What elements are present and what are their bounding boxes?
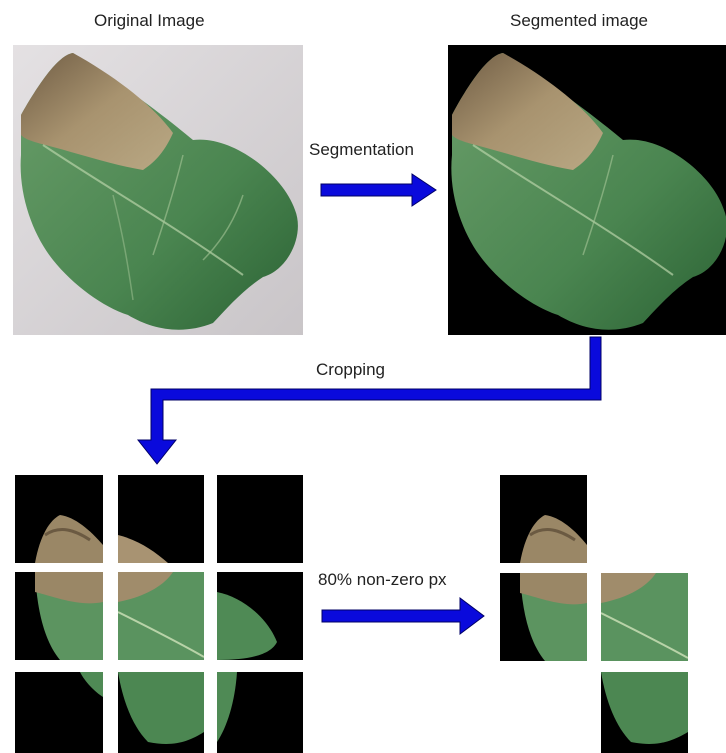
segmentation-arrow — [321, 174, 436, 206]
filter-arrow — [322, 598, 484, 634]
cropping-arrow — [138, 337, 601, 464]
